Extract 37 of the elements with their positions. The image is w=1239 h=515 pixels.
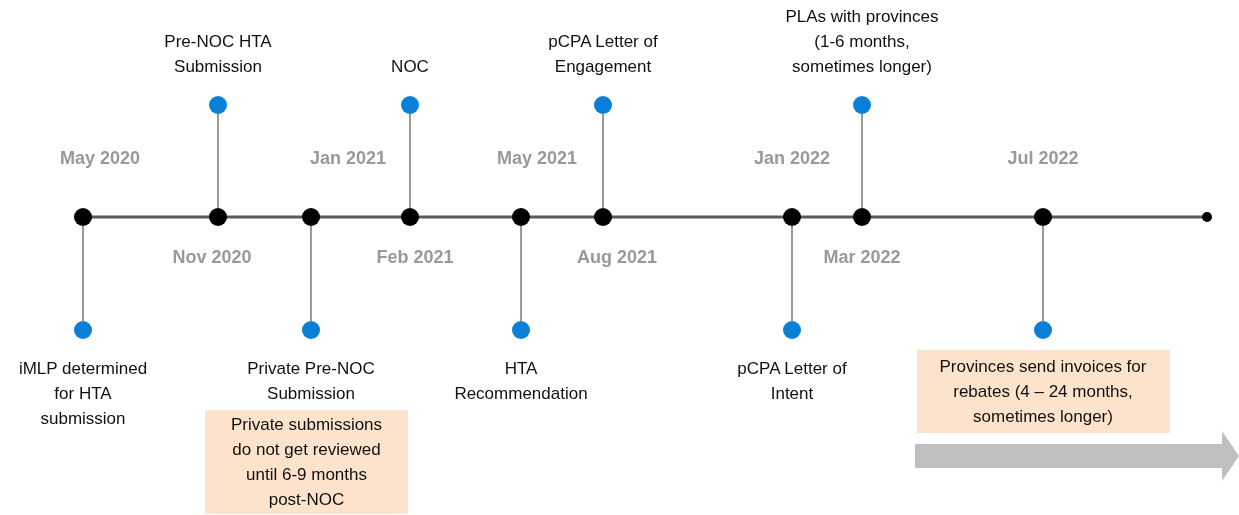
event-label: pCPA Letter of Intent <box>736 358 848 405</box>
date-label: May 2021 <box>496 148 578 169</box>
note-box: Provinces send invoices for rebates (4 – 24 months, sometimes longer) <box>916 350 1170 433</box>
event-label: HTA Recommendation <box>453 358 589 405</box>
event-label: Pre-NOC HTA Submission <box>163 31 273 78</box>
timeline-dot <box>302 208 320 226</box>
stem-line <box>217 113 219 209</box>
date-label: Mar 2022 <box>823 247 901 268</box>
stem-line <box>602 113 604 209</box>
note-box: Private submissions do not get reviewed until 6-9 months post-NOC <box>205 410 408 514</box>
event-label: PLAs with provinces (1-6 months, sometimes longer) <box>784 6 940 78</box>
stem-line <box>409 113 411 209</box>
timeline-dot <box>783 208 801 226</box>
date-label: May 2020 <box>59 148 141 169</box>
timeline-dot <box>401 208 419 226</box>
timeline-dot <box>594 208 612 226</box>
event-label: Private Pre-NOC Submission <box>246 358 376 405</box>
stem-line <box>861 113 863 209</box>
timeline-dot <box>512 208 530 226</box>
date-label: Jan 2022 <box>753 148 831 169</box>
event-label: NOC <box>391 56 429 78</box>
stem-line <box>1042 225 1044 322</box>
timeline-dot <box>853 208 871 226</box>
stem-line <box>520 225 522 322</box>
timeline-dot <box>209 208 227 226</box>
date-label: Aug 2021 <box>577 247 657 268</box>
date-label: Jul 2022 <box>1007 148 1079 169</box>
timeline-dot <box>1034 208 1052 226</box>
stem-line <box>791 225 793 322</box>
event-label: iMLP determined for HTA submission <box>17 358 149 430</box>
event-label: pCPA Letter of Engagement <box>547 31 659 78</box>
stem-line <box>82 225 84 322</box>
date-label: Feb 2021 <box>376 247 454 268</box>
stem-line <box>310 225 312 322</box>
date-label: Jan 2021 <box>309 148 387 169</box>
timeline-dot <box>74 208 92 226</box>
date-label: Nov 2020 <box>172 247 252 268</box>
